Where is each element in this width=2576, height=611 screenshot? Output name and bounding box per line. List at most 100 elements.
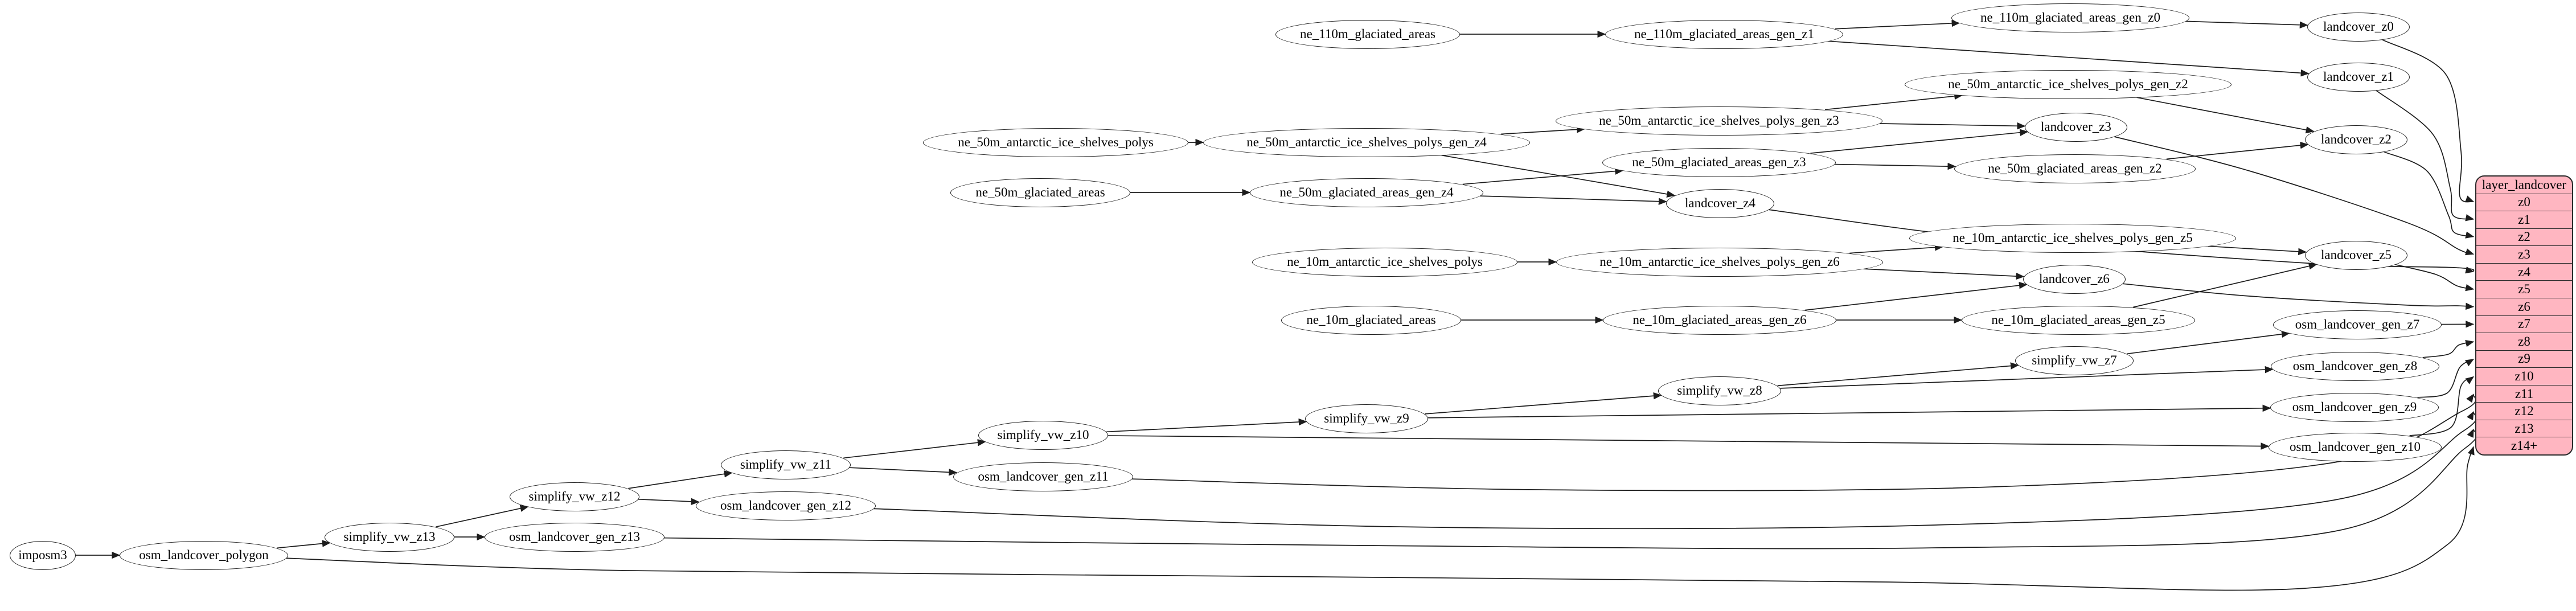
edge-ne_50m_antarctic_ice_shelves_polys_gen_z4-to-landcover_z4	[1441, 154, 1676, 198]
node-ne_110m_glaciated_areas: ne_110m_glaciated_areas	[1275, 19, 1460, 49]
node-simplify_vw_z13: simplify_vw_z13	[325, 522, 454, 552]
node-osm_landcover_gen_z11: osm_landcover_gen_z11	[953, 462, 1133, 491]
edge-ne_50m_antarctic_ice_shelves_polys_gen_z3-to-ne_50m_antarctic_ice_shelves_polys_gen_z2	[1824, 92, 1963, 110]
edge-ne_50m_glaciated_areas_gen_z2-to-landcover_z2	[2166, 141, 2309, 160]
layer-table-row-z3: z3	[2476, 245, 2572, 263]
edge-simplify_vw_z8-to-simplify_vw_z7	[1777, 362, 2019, 387]
edge-ne_50m_antarctic_ice_shelves_polys_gen_z4-to-ne_50m_antarctic_ice_shelves_polys_gen_z3	[1501, 126, 1586, 135]
node-ne_110m_glaciated_areas_gen_z1: ne_110m_glaciated_areas_gen_z1	[1605, 19, 1843, 49]
layer-table-row-z12: z12	[2476, 402, 2572, 420]
edge-osm_landcover_polygon-to-layer_landcover-z14+	[286, 446, 2475, 591]
node-ne_10m_glaciated_areas_gen_z5: ne_10m_glaciated_areas_gen_z5	[1962, 305, 2195, 335]
edge-ne_110m_glaciated_areas_gen_z1-to-ne_110m_glaciated_areas_gen_z0	[1835, 19, 1960, 30]
node-landcover_z0: landcover_z0	[2307, 12, 2410, 42]
node-simplify_vw_z8: simplify_vw_z8	[1658, 376, 1781, 405]
node-osm_landcover_gen_z7: osm_landcover_gen_z7	[2273, 310, 2442, 339]
edge-ne_110m_glaciated_areas_gen_z1-to-landcover_z1	[1828, 40, 2310, 77]
node-osm_landcover_polygon: osm_landcover_polygon	[120, 540, 288, 570]
edge-ne_50m_antarctic_ice_shelves_polys_gen_z2-to-landcover_z2	[2136, 97, 2315, 134]
node-landcover_z1: landcover_z1	[2307, 62, 2410, 92]
node-osm_landcover_gen_z8: osm_landcover_gen_z8	[2271, 351, 2439, 381]
edge-simplify_vw_z10-to-simplify_vw_z9	[1106, 418, 1307, 433]
edge-landcover_z2-to-layer_landcover-z2	[2384, 151, 2475, 239]
layer-table-row-z13: z13	[2476, 419, 2572, 437]
node-landcover_z4: landcover_z4	[1666, 188, 1774, 218]
edge-ne_10m_glaciated_areas_gen_z6-to-landcover_z6	[1805, 282, 2028, 311]
node-landcover_z2: landcover_z2	[2305, 125, 2407, 154]
node-osm_landcover_gen_z9: osm_landcover_gen_z9	[2270, 392, 2439, 422]
node-ne_10m_glaciated_areas: ne_10m_glaciated_areas	[1281, 305, 1461, 335]
node-ne_50m_glaciated_areas_gen_z4: ne_50m_glaciated_areas_gen_z4	[1250, 178, 1483, 207]
edge-osm_landcover_gen_z13-to-layer_landcover-z13	[664, 428, 2478, 550]
layer-table-row-z14+: z14+	[2476, 437, 2572, 454]
edge-ne_10m_antarctic_ice_shelves_polys_gen_z5-to-landcover_z5	[2208, 245, 2307, 256]
edge-osm_landcover_gen_z8-to-layer_landcover-z8	[2422, 340, 2475, 358]
node-osm_landcover_gen_z13: osm_landcover_gen_z13	[485, 522, 664, 552]
edge-ne_50m_glaciated_areas_gen_z4-to-ne_50m_glaciated_areas_gen_z3	[1462, 167, 1624, 185]
node-simplify_vw_z11: simplify_vw_z11	[721, 450, 851, 479]
edge-landcover_z3-to-layer_landcover-z3	[2114, 136, 2475, 256]
node-simplify_vw_z9: simplify_vw_z9	[1305, 404, 1428, 433]
edge-ne_10m_antarctic_ice_shelves_polys_gen_z6-to-landcover_z6	[1863, 268, 2025, 280]
edge-simplify_vw_z7-to-osm_landcover_gen_z7	[2127, 330, 2291, 355]
node-landcover_z5: landcover_z5	[2305, 240, 2407, 270]
node-landcover_z6: landcover_z6	[2023, 264, 2126, 294]
layer-table-row-z6: z6	[2476, 297, 2572, 315]
layer-table-row-z9: z9	[2476, 350, 2572, 368]
edge-simplify_vw_z11-to-simplify_vw_z10	[843, 439, 986, 459]
edge-simplify_vw_z8-to-osm_landcover_gen_z8	[1780, 366, 2274, 389]
edge-ne_50m_glaciated_areas_gen_z4-to-landcover_z4	[1480, 195, 1667, 205]
layer-table-row-z4: z4	[2476, 263, 2572, 281]
node-osm_landcover_gen_z10: osm_landcover_gen_z10	[2269, 432, 2442, 462]
node-simplify_vw_z12: simplify_vw_z12	[510, 482, 639, 511]
edge-ne_10m_glaciated_areas_gen_z5-to-landcover_z5	[2133, 263, 2317, 308]
edge-simplify_vw_z9-to-simplify_vw_z8	[1425, 392, 1662, 415]
node-landcover_z3: landcover_z3	[2025, 112, 2127, 142]
layer-table-title: layer_landcover	[2481, 177, 2567, 192]
edge-landcover_z5-to-layer_landcover-z5	[2395, 264, 2475, 292]
edge-simplify_vw_z10-to-osm_landcover_gen_z10	[1107, 435, 2270, 450]
node-ne_50m_antarctic_ice_shelves_polys_gen_z3: ne_50m_antarctic_ice_shelves_polys_gen_z…	[1556, 106, 1882, 136]
edge-landcover_z4-to-layer_landcover-z4	[1769, 209, 2475, 274]
edge-landcover_z1-to-layer_landcover-z1	[2376, 90, 2475, 222]
node-ne_10m_antarctic_ice_shelves_polys: ne_10m_antarctic_ice_shelves_polys	[1252, 247, 1517, 277]
edge-osm_landcover_polygon-to-simplify_vw_z13	[277, 540, 331, 549]
edge-simplify_vw_z12-to-simplify_vw_z11	[628, 470, 733, 489]
node-ne_50m_glaciated_areas: ne_50m_glaciated_areas	[950, 178, 1130, 207]
node-ne_10m_antarctic_ice_shelves_polys_gen_z5: ne_10m_antarctic_ice_shelves_polys_gen_z…	[1909, 223, 2236, 253]
layer-table-row-z1: z1	[2476, 211, 2572, 228]
edge-ne_50m_glaciated_areas_gen_z3-to-landcover_z3	[1810, 129, 2029, 154]
node-ne_50m_glaciated_areas_gen_z3: ne_50m_glaciated_areas_gen_z3	[1602, 147, 1836, 177]
edge-osm_landcover_gen_z9-to-layer_landcover-z9	[2417, 359, 2475, 398]
node-ne_50m_antarctic_ice_shelves_polys_gen_z2: ne_50m_antarctic_ice_shelves_polys_gen_z…	[1905, 69, 2232, 99]
node-simplify_vw_z10: simplify_vw_z10	[978, 420, 1108, 450]
edge-ne_50m_antarctic_ice_shelves_polys_gen_z3-to-landcover_z3	[1879, 122, 2026, 130]
node-simplify_vw_z7: simplify_vw_z7	[2015, 346, 2134, 375]
layer-table-row-z2: z2	[2476, 228, 2572, 246]
layer-table-row-z7: z7	[2476, 315, 2572, 333]
edge-landcover_z6-to-layer_landcover-z6	[2122, 283, 2475, 310]
edge-simplify_vw_z9-to-osm_landcover_gen_z9	[1428, 404, 2271, 419]
node-ne_10m_glaciated_areas_gen_z6: ne_10m_glaciated_areas_gen_z6	[1603, 305, 1836, 335]
edge-ne_110m_glaciated_areas_gen_z0-to-landcover_z0	[2185, 20, 2308, 28]
layer-table-row-z11: z11	[2476, 384, 2572, 403]
node-osm_landcover_gen_z12: osm_landcover_gen_z12	[696, 491, 876, 520]
edge-simplify_vw_z11-to-osm_landcover_gen_z11	[849, 467, 958, 476]
node-ne_50m_glaciated_areas_gen_z2: ne_50m_glaciated_areas_gen_z2	[1954, 154, 2196, 183]
node-ne_110m_glaciated_areas_gen_z0: ne_110m_glaciated_areas_gen_z0	[1951, 3, 2189, 32]
layer-table-row-z0: z0	[2476, 193, 2572, 211]
edge-landcover_z0-to-layer_landcover-z0	[2382, 39, 2475, 203]
node-imposm3: imposm3	[10, 540, 76, 570]
node-ne_50m_antarctic_ice_shelves_polys: ne_50m_antarctic_ice_shelves_polys	[923, 128, 1188, 157]
edge-ne_10m_antarctic_ice_shelves_polys_gen_z6-to-ne_10m_antarctic_ice_shelves_polys_gen_z5	[1849, 244, 1944, 254]
node-ne_50m_antarctic_ice_shelves_polys_gen_z4: ne_50m_antarctic_ice_shelves_polys_gen_z…	[1203, 128, 1530, 157]
node-ne_10m_antarctic_ice_shelves_polys_gen_z6: ne_10m_antarctic_ice_shelves_polys_gen_z…	[1556, 247, 1883, 277]
edge-ne_50m_glaciated_areas_gen_z3-to-ne_50m_glaciated_areas_gen_z2	[1834, 162, 1956, 170]
edge-osm_landcover_gen_z11-to-layer_landcover-z11	[1131, 393, 2476, 491]
edge-osm_landcover_gen_z10-to-layer_landcover-z10	[2409, 376, 2475, 437]
edge-osm_landcover_gen_z12-to-layer_landcover-z12	[873, 411, 2477, 530]
layer-table-row-z5: z5	[2476, 280, 2572, 298]
